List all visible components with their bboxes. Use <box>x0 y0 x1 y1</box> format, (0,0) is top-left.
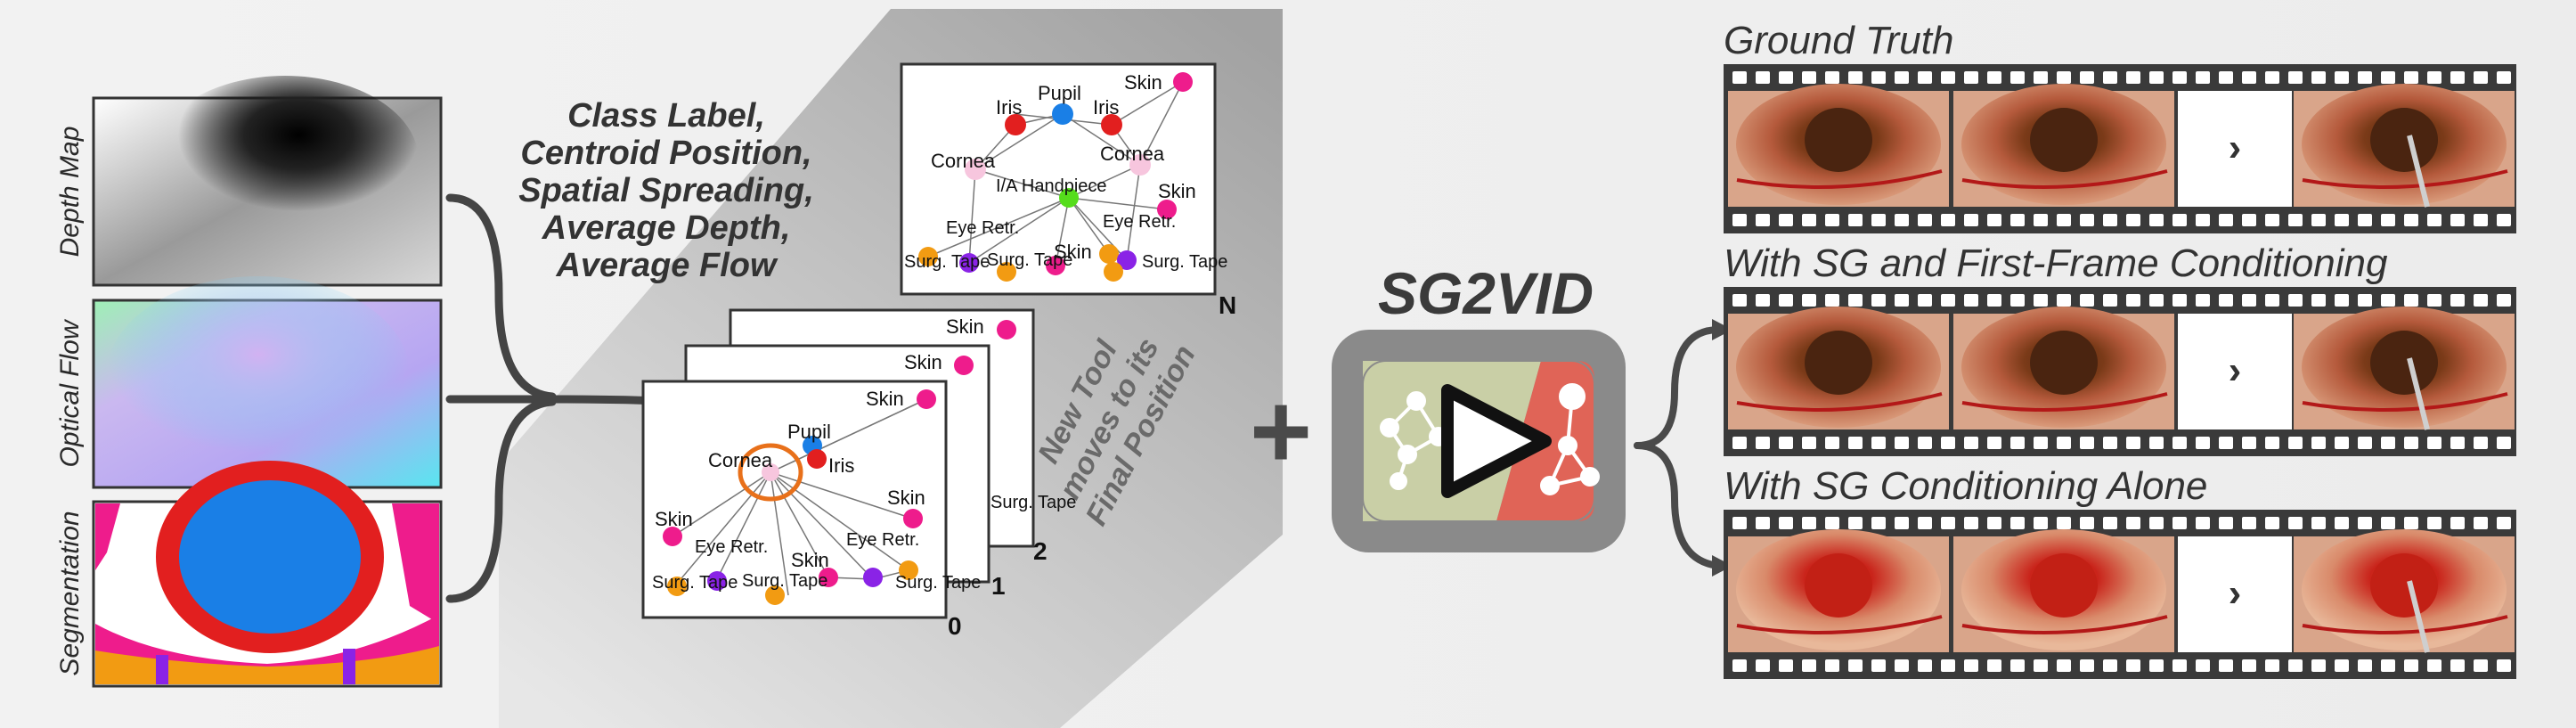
stack-node-eye-retr-right: Eye Retr. <box>846 530 919 550</box>
strip-ground-truth: › <box>1724 64 2516 233</box>
n-node-eye-retr-left: Eye Retr. <box>946 218 1019 238</box>
stack-back-tape: Surg. Tape <box>990 493 1076 512</box>
video-frame <box>1953 529 2174 652</box>
stack-back-skin-2: Skin <box>946 315 984 338</box>
strip-sg-alone: › <box>1724 510 2516 679</box>
stack-node-surg-tape-mid: Surg. Tape <box>742 571 827 591</box>
label-sg-alone: With SG Conditioning Alone <box>1724 464 2207 508</box>
ellipsis-icon: › <box>2229 126 2242 169</box>
graph-icon-left <box>1380 391 1448 490</box>
ellipsis-icon: › <box>2229 348 2242 392</box>
stack-node-cornea: Cornea <box>708 449 773 471</box>
scene-graph-stack: Skin Skin Surg. Tape Skin Pupil <box>641 308 1076 619</box>
n-node-skin-bottom: Skin <box>1054 241 1092 263</box>
label-optical-flow: Optical Flow <box>55 318 85 467</box>
graph-icon-right <box>1540 383 1600 495</box>
stack-node-eye-retr-left: Eye Retr. <box>695 537 768 557</box>
n-node-cornea-left: Cornea <box>931 150 996 172</box>
play-icon <box>1441 384 1552 498</box>
video-frame <box>2294 84 2515 208</box>
n-node-iris-left: Iris <box>996 96 1022 119</box>
n-node-surg-tape-mid: Surg. Tape <box>987 250 1072 270</box>
stack-node-surg-tape-left: Surg. Tape <box>652 573 738 593</box>
stack-node-iris: Iris <box>828 454 854 477</box>
feature-depth: Average Depth, <box>542 209 791 247</box>
video-frame <box>1728 84 1949 207</box>
graph-index-0: 0 <box>948 612 962 640</box>
label-sg-first-frame: With SG and First-Frame Conditioning <box>1724 241 2388 285</box>
label-segmentation: Segmentation <box>55 511 85 675</box>
n-node-skin: Skin <box>1124 71 1162 94</box>
graph-index-2: 2 <box>1033 537 1048 565</box>
stack-node-skin-bottom: Skin <box>791 549 829 571</box>
feature-spreading: Spatial Spreading, <box>518 172 814 209</box>
video-frame <box>1953 84 2174 207</box>
strip-sg-first-frame: › <box>1724 287 2516 456</box>
n-node-surg-tape-left: Surg. Tape <box>904 252 990 272</box>
feature-centroid: Centroid Position, <box>520 135 811 172</box>
branch-arrowhead-bottom <box>1712 555 1732 577</box>
graph-index-1: 1 <box>991 572 1006 600</box>
n-node-skin-right: Skin <box>1158 180 1196 202</box>
video-frame <box>2294 529 2515 653</box>
stack-node-skin-top: Skin <box>866 388 904 410</box>
stack-node-surg-tape-right: Surg. Tape <box>895 573 981 593</box>
feature-class-label: Class Label, <box>567 97 765 135</box>
n-node-pupil: Pupil <box>1038 82 1081 104</box>
graph-index-n: N <box>1219 291 1236 319</box>
ellipsis-icon: › <box>2229 571 2242 615</box>
model-logo <box>1332 330 1626 552</box>
label-ground-truth: Ground Truth <box>1724 19 1953 62</box>
feature-list: Class Label, Centroid Position, Spatial … <box>518 97 814 284</box>
segmentation-panel <box>92 461 443 688</box>
depth-map-panel <box>92 76 443 287</box>
feature-flow: Average Flow <box>555 247 779 284</box>
label-depth-map: Depth Map <box>55 127 85 258</box>
video-frame <box>1728 307 1949 429</box>
n-node-iris-right: Iris <box>1093 96 1119 119</box>
stack-node-skin-left: Skin <box>655 508 693 530</box>
n-node-cornea-right: Cornea <box>1100 143 1165 165</box>
branch-arrowhead-top <box>1712 319 1732 340</box>
n-node-handpiece: I/A Handpiece <box>996 176 1107 196</box>
branch-arrows <box>1634 326 1723 569</box>
scene-graph-n: Skin Pupil Iris Iris Cornea I/A Handpiec… <box>900 62 1227 296</box>
model-title: SG2VID <box>1378 260 1594 326</box>
stack-node-pupil: Pupil <box>787 421 831 443</box>
n-node-eye-retr-right: Eye Retr. <box>1103 212 1176 232</box>
stack-back-skin-1: Skin <box>904 351 942 373</box>
video-frame <box>1728 529 1949 652</box>
plus-sign: + <box>1250 372 1312 491</box>
n-node-surg-tape-right: Surg. Tape <box>1142 252 1227 272</box>
stack-node-skin-right: Skin <box>887 487 925 509</box>
optical-flow-panel <box>92 276 443 489</box>
video-frame <box>1953 307 2174 429</box>
video-frame <box>2294 307 2515 430</box>
